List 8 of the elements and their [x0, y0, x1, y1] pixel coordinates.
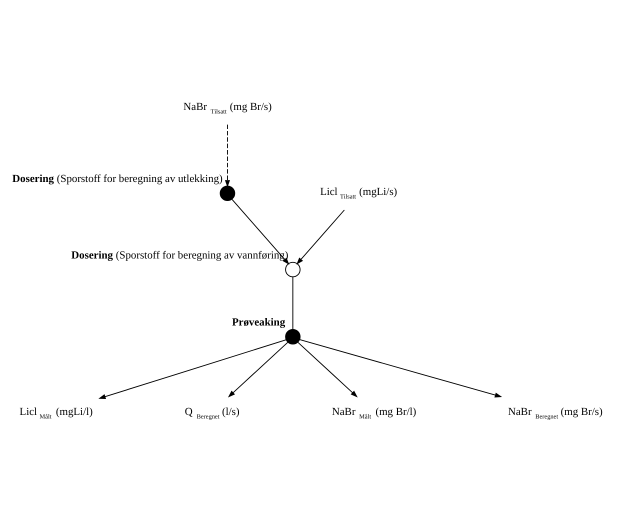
node-text: Q $_{Beregnet}$ (l/s) — [184, 405, 240, 420]
node-text: NaBr $_{Målt}$ (mg Br/l) — [332, 405, 416, 420]
node-text: NaBr $_{Tilsatt}$ (mg Br/s) — [183, 100, 272, 115]
node-label: Prøveaking — [232, 316, 286, 328]
node-text: Licl $_{Tilsatt}$ (mgLi/s) — [320, 186, 398, 200]
node-text: NaBr $_{Beregnet}$ (mg Br/s) — [508, 405, 603, 420]
node-label: Dosering (Sporstoff for beregning av utlekking) — [12, 172, 223, 185]
node-text: Licl $_{Målt}$ (mgLi/l) — [20, 405, 93, 420]
